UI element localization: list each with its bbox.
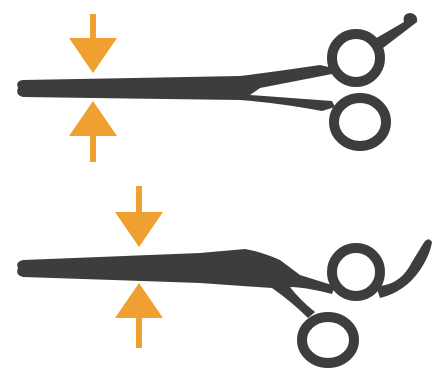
finger-rest-tang xyxy=(373,13,417,48)
arrow-up-icon xyxy=(69,101,117,162)
lower-finger-ring xyxy=(334,98,386,146)
blade xyxy=(17,65,335,111)
arrow-down-icon xyxy=(115,186,163,247)
arrow-up-icon xyxy=(115,283,163,348)
blade xyxy=(17,249,335,318)
offset-handle-scissors xyxy=(17,186,432,363)
straight-handle-scissors xyxy=(17,13,417,162)
scissors-icon xyxy=(17,239,432,363)
lower-finger-ring xyxy=(302,317,354,363)
upper-finger-ring xyxy=(332,34,380,82)
arrow-down-icon xyxy=(69,14,117,73)
upper-finger-ring xyxy=(332,248,380,296)
